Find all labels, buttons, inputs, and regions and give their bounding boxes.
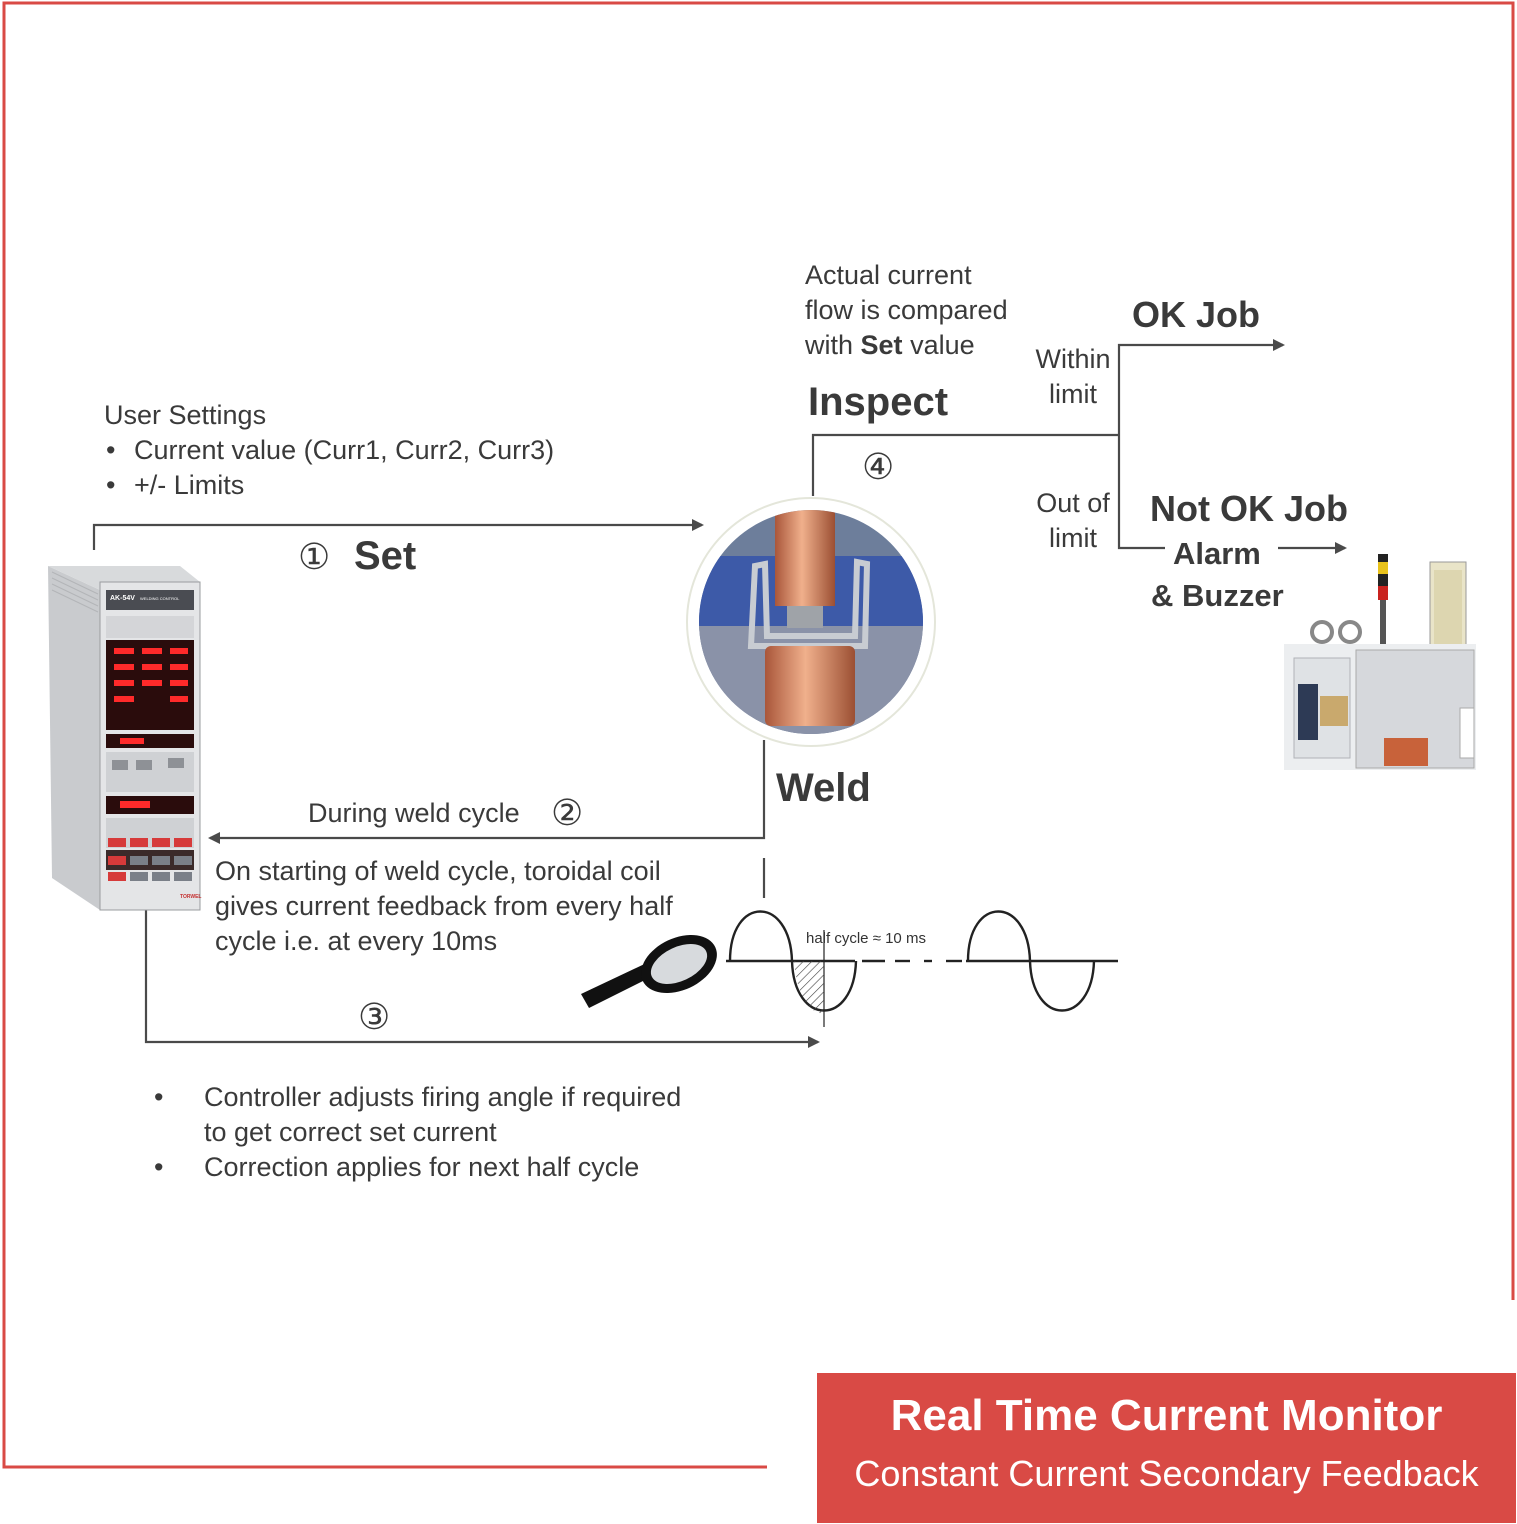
adjust-bullet-1-line-2: to get correct set current bbox=[204, 1117, 497, 1147]
compare-with: with bbox=[805, 330, 854, 360]
title-subtitle: Constant Current Secondary Feedback bbox=[854, 1453, 1479, 1494]
step-2-number: ② bbox=[551, 792, 584, 833]
coil-text-line-3: cycle i.e. at every 10ms bbox=[215, 926, 498, 956]
device-brand: TORWEL bbox=[180, 894, 201, 900]
adjust-bullet-1: Controller adjusts firing angle if requi… bbox=[152, 1080, 681, 1150]
title-main: Real Time Current Monitor bbox=[890, 1391, 1443, 1440]
ok-job-label: OK Job bbox=[1132, 294, 1261, 335]
user-settings: User Settings Current value (Curr1, Curr… bbox=[104, 398, 554, 503]
not-ok-job-label: Not OK Job bbox=[1150, 488, 1348, 529]
weld-label: Weld bbox=[776, 766, 871, 810]
out-of-limit-label: Out of limit bbox=[1034, 486, 1112, 556]
device-caption: WELDING CONTROL bbox=[140, 596, 180, 601]
half-cycle-label: half cycle ≈ 10 ms bbox=[806, 930, 926, 947]
compare-line-3: with Set value bbox=[805, 328, 1008, 363]
sine-wave bbox=[726, 910, 1118, 1027]
inspect-line bbox=[811, 433, 1119, 496]
during-weld-arrow bbox=[208, 740, 766, 844]
step-1-number: ① bbox=[298, 536, 331, 577]
controller-adjust-list: Controller adjusts firing angle if requi… bbox=[152, 1080, 681, 1185]
compare-text: Actual current flow is compared with Set… bbox=[805, 258, 1008, 363]
coil-text-line-2: gives current feedback from every half bbox=[215, 891, 673, 921]
welding-controller-image: AK-54V WELDING CONTROL TORWEL bbox=[48, 566, 201, 911]
device-model: AK-54V bbox=[110, 595, 135, 602]
adjust-bullet-2: Correction applies for next half cycle bbox=[152, 1150, 681, 1185]
coil-text-line-1: On starting of weld cycle, toroidal coil bbox=[215, 856, 661, 886]
setting-limits: +/- Limits bbox=[104, 468, 554, 503]
within-line-1: Within bbox=[1035, 344, 1111, 374]
setting-current-value: Current value (Curr1, Curr2, Curr3) bbox=[104, 433, 554, 468]
adjust-bullet-1-line-1: Controller adjusts firing angle if requi… bbox=[204, 1082, 682, 1112]
compare-set-bold: Set bbox=[860, 330, 903, 360]
compare-line-2: flow is compared bbox=[805, 295, 1008, 325]
coil-feedback-text: On starting of weld cycle, toroidal coil… bbox=[215, 854, 673, 959]
inspect-label: Inspect bbox=[808, 380, 949, 424]
notok-branch bbox=[1117, 435, 1165, 550]
step-4-number: ④ bbox=[862, 446, 895, 487]
within-limit-label: Within limit bbox=[1034, 342, 1112, 412]
step-3-number: ③ bbox=[358, 996, 391, 1037]
buzzer-label: & Buzzer bbox=[1151, 578, 1284, 613]
toroidal-coil-image bbox=[581, 934, 717, 1008]
out-line-1: Out of bbox=[1036, 488, 1110, 518]
out-line-2: limit bbox=[1049, 523, 1097, 553]
compare-line-1: Actual current bbox=[805, 260, 972, 290]
title-banner: Real Time Current Monitor Constant Curre… bbox=[817, 1373, 1516, 1523]
alarm-label: Alarm bbox=[1173, 536, 1261, 571]
welding-machine-image bbox=[1284, 554, 1476, 770]
step-set-label: Set bbox=[354, 534, 417, 578]
weld-photo bbox=[686, 497, 936, 747]
set-arrow bbox=[92, 519, 704, 550]
ok-branch-arrow bbox=[1117, 339, 1285, 435]
user-settings-title: User Settings bbox=[104, 400, 267, 430]
within-line-2: limit bbox=[1049, 379, 1097, 409]
during-weld-label: During weld cycle bbox=[308, 798, 520, 828]
compare-value: value bbox=[910, 330, 975, 360]
feedback-arrow bbox=[144, 908, 820, 1048]
